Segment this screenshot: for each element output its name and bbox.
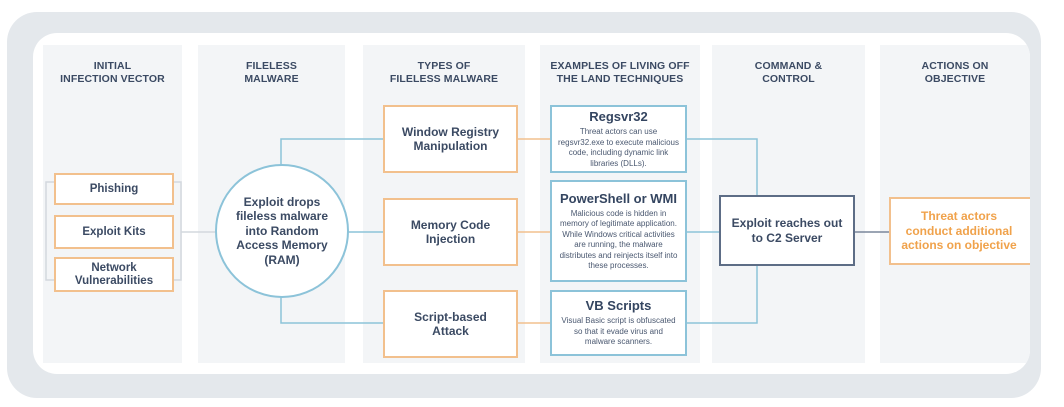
vector-exploit-kits: Exploit Kits bbox=[54, 215, 174, 249]
c2-label: Exploit reaches out to C2 Server bbox=[731, 216, 843, 245]
column-title: ACTIONS ON OBJECTIVE bbox=[921, 60, 989, 85]
type-label: Window Registry Manipulation bbox=[401, 124, 500, 154]
type-memory-code-injection: Memory Code Injection bbox=[383, 198, 518, 266]
type-registry-manipulation: Window Registry Manipulation bbox=[383, 105, 518, 173]
technique-regsvr32: Regsvr32 Threat actors can use regsvr32.… bbox=[550, 105, 687, 173]
malware-to-script-line bbox=[280, 288, 383, 324]
fileless-malware-label: Exploit drops fileless malware into Rand… bbox=[235, 194, 329, 267]
c2-server-box: Exploit reaches out to C2 Server bbox=[719, 195, 855, 266]
technique-description: Visual Basic script is obfuscated so tha… bbox=[561, 316, 676, 347]
connector-lines bbox=[45, 138, 889, 324]
column-title: COMMAND & CONTROL bbox=[754, 60, 823, 85]
vector-label: Exploit Kits bbox=[82, 225, 146, 238]
technique-title: PowerShell or WMI bbox=[559, 190, 677, 206]
technique-vb-scripts: VB Scripts Visual Basic script is obfusc… bbox=[550, 290, 687, 356]
type-label: Script-based Attack bbox=[414, 309, 487, 339]
regsvr-to-c2-line bbox=[686, 138, 758, 195]
vector-label: Network Vulnerabilities bbox=[74, 261, 154, 287]
column-title: INITIAL INFECTION VECTOR bbox=[60, 60, 165, 85]
column-title: FILELESS MALWARE bbox=[244, 60, 299, 85]
technique-powershell-wmi: PowerShell or WMI Malicious code is hidd… bbox=[550, 180, 687, 282]
column-title: TYPES OF FILELESS MALWARE bbox=[389, 60, 499, 85]
vector-phishing: Phishing bbox=[54, 173, 174, 205]
objective-box: Threat actors conduct additional actions… bbox=[889, 197, 1030, 265]
technique-description: Threat actors can use regsvr32.exe to ex… bbox=[558, 127, 679, 168]
column-title: EXAMPLES OF LIVING OFF THE LAND TECHNIQU… bbox=[550, 60, 690, 85]
fileless-malware-circle: Exploit drops fileless malware into Rand… bbox=[215, 164, 349, 298]
type-label: Memory Code Injection bbox=[410, 217, 491, 247]
vector-bracket-right bbox=[173, 181, 182, 281]
diagram-card: INITIAL INFECTION VECTOR FILELESS MALWAR… bbox=[33, 33, 1030, 374]
technique-title: Regsvr32 bbox=[589, 109, 648, 124]
vector-label: Phishing bbox=[89, 182, 139, 195]
malware-to-registry-line bbox=[280, 138, 383, 176]
vb-to-c2-line bbox=[686, 266, 758, 324]
type-script-based-attack: Script-based Attack bbox=[383, 290, 518, 358]
vector-bracket-left bbox=[45, 181, 55, 281]
objective-label: Threat actors conduct additional actions… bbox=[901, 209, 1017, 253]
technique-title: VB Scripts bbox=[585, 298, 652, 314]
technique-description: Malicious code is hidden in memory of le… bbox=[559, 208, 678, 271]
vector-network-vulnerabilities: Network Vulnerabilities bbox=[54, 257, 174, 292]
